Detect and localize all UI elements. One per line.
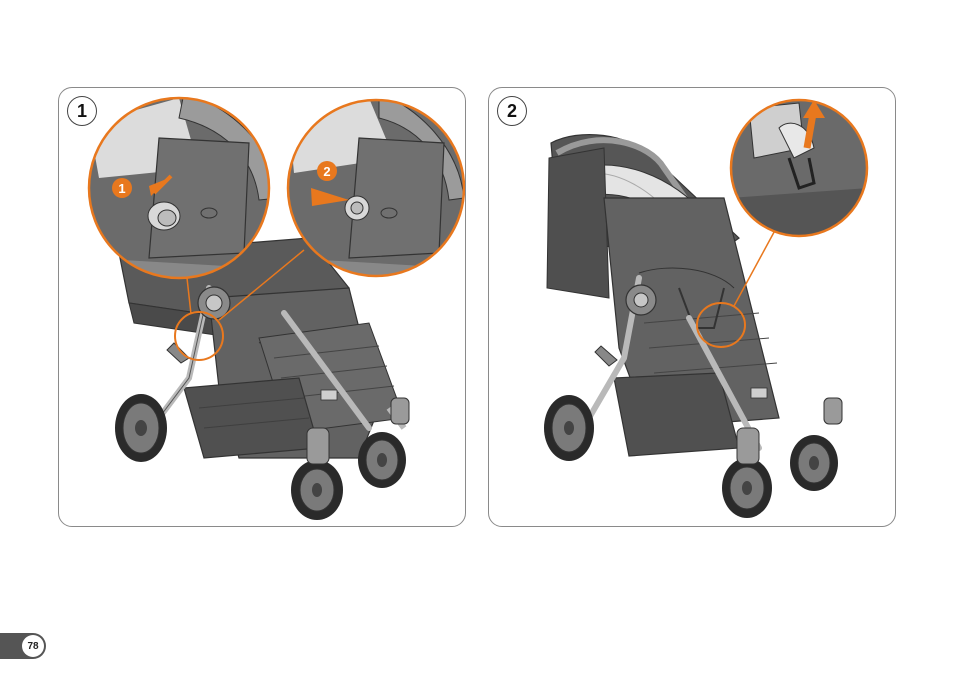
rear-wheel-left xyxy=(115,394,167,462)
svg-text:2: 2 xyxy=(323,164,330,179)
page-number: 78 xyxy=(22,635,44,657)
stroller-harness-illustration xyxy=(489,88,896,527)
instruction-panel-2: 2 xyxy=(488,87,896,527)
step-number-badge: 1 xyxy=(67,96,97,126)
step-number-badge: 2 xyxy=(497,96,527,126)
callout-number-1: 1 xyxy=(112,178,132,198)
instruction-panel-1: 1 xyxy=(58,87,466,527)
callout-number-2: 2 xyxy=(317,161,337,181)
detail-zoom-circle-harness xyxy=(729,98,869,238)
svg-text:1: 1 xyxy=(118,181,125,196)
rear-wheel-right xyxy=(358,432,406,488)
stroller-fold-illustration: 1 2 xyxy=(59,88,466,527)
